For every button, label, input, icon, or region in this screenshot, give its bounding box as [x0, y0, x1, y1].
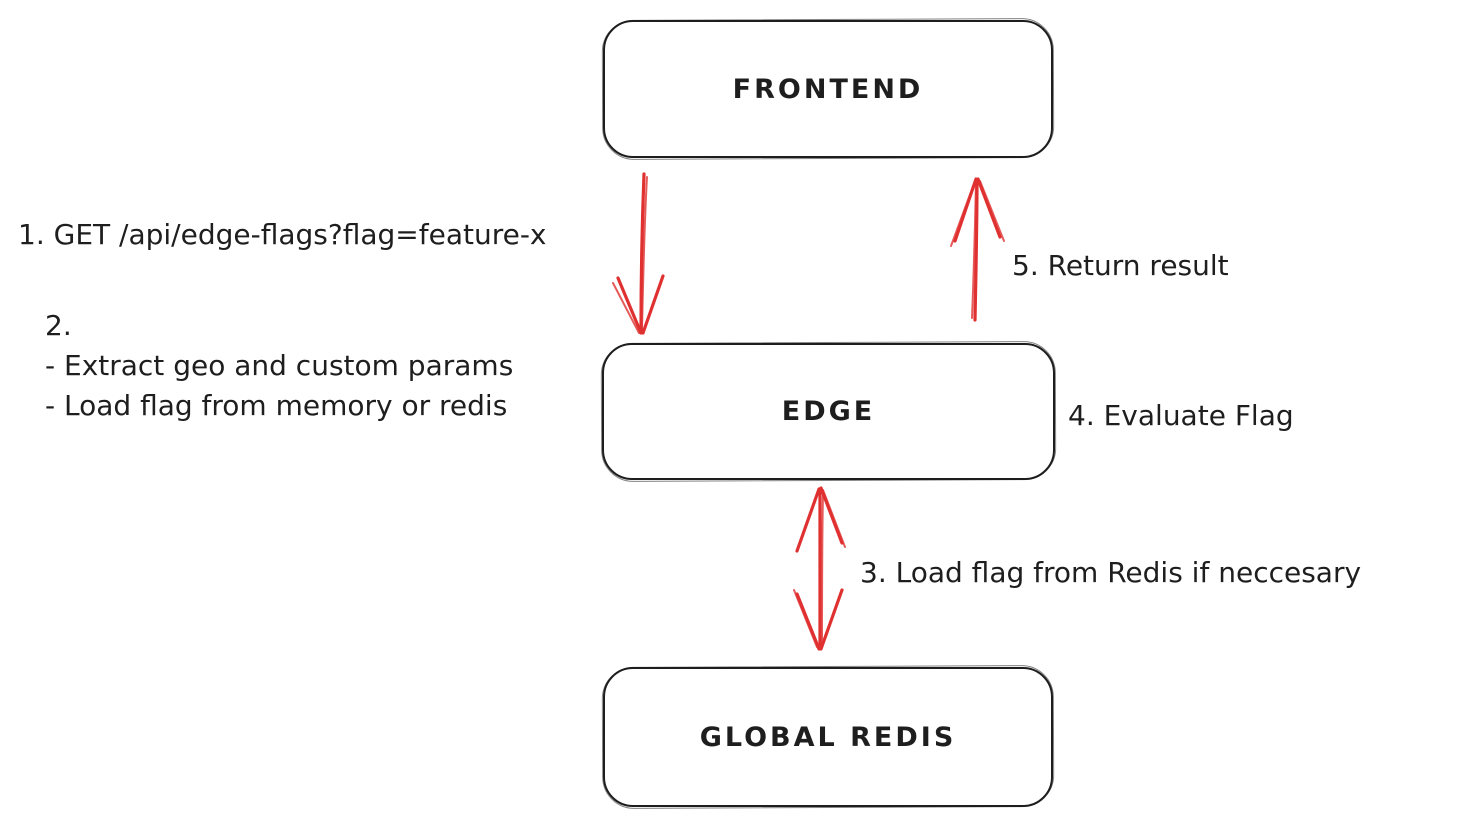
- arrow-frontend-to-edge: [612, 172, 665, 335]
- node-frontend: FRONTEND: [603, 20, 1053, 158]
- annotation-step3: 3. Load flag from Redis if neccesary: [860, 556, 1362, 589]
- annotation-step2: 2. - Extract geo and custom params - Loa…: [45, 306, 513, 426]
- node-global-redis: GLOBAL REDIS: [603, 667, 1053, 807]
- annotation-step2-bullet-1: - Extract geo and custom params: [45, 349, 514, 382]
- node-edge: EDGE: [602, 343, 1055, 480]
- annotation-step2-bullet-2: - Load flag from memory or redis: [45, 389, 508, 422]
- node-global-redis-label: GLOBAL REDIS: [699, 721, 957, 753]
- annotation-step5: 5. Return result: [1012, 249, 1229, 282]
- arrow-edge-to-global-redis: [793, 486, 846, 651]
- annotation-step2-heading: 2.: [45, 309, 72, 342]
- node-frontend-label: FRONTEND: [732, 73, 924, 105]
- annotation-step4: 4. Evaluate Flag: [1068, 399, 1294, 432]
- node-edge-label: EDGE: [781, 396, 876, 427]
- arrow-edge-to-frontend: [950, 177, 1005, 322]
- annotation-step1: 1. GET /api/edge-flags?flag=feature-x: [18, 218, 547, 251]
